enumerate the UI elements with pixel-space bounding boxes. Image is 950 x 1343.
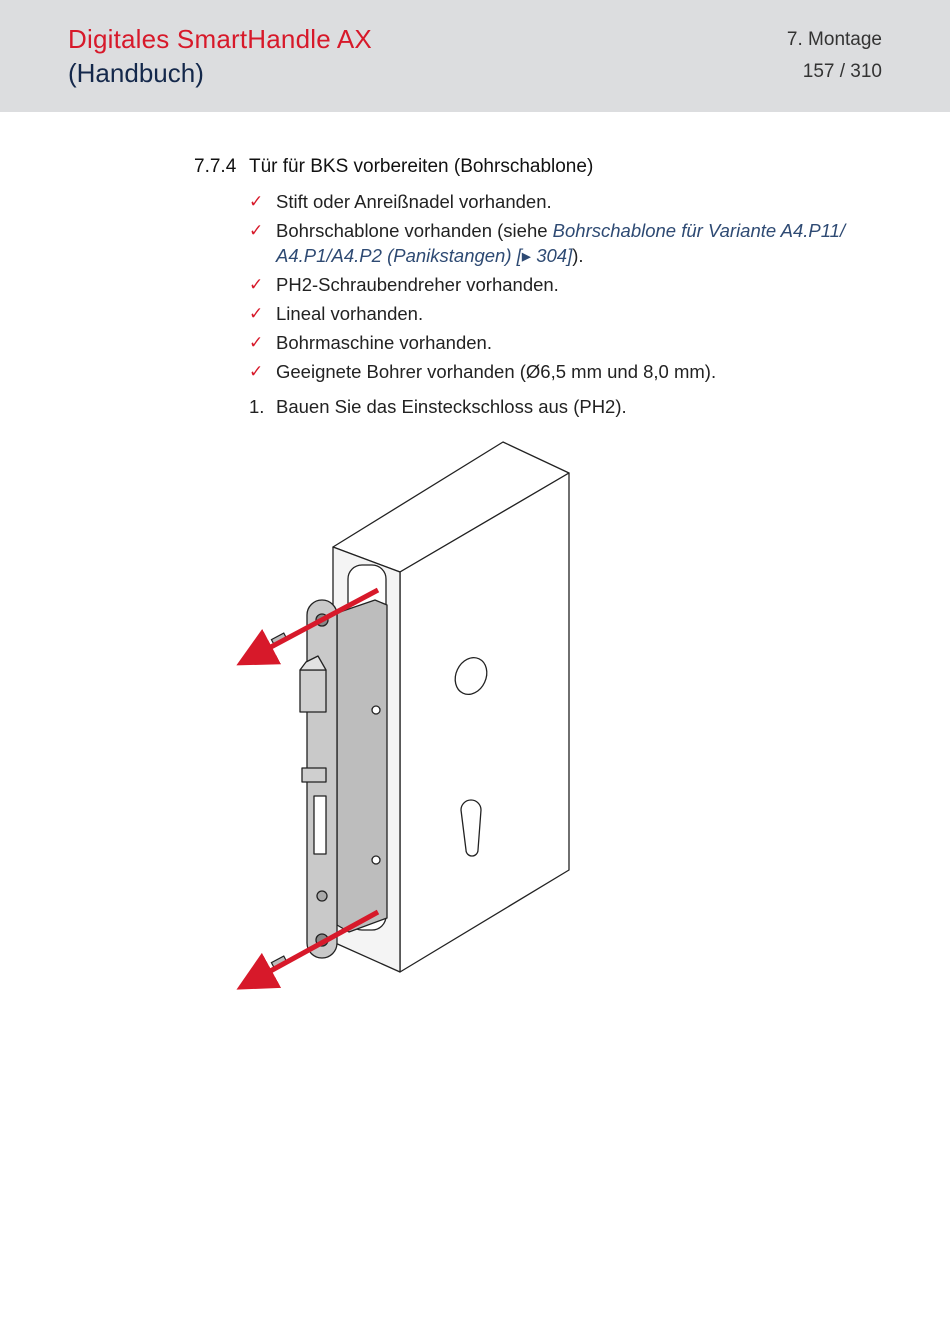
checklist-text-end: ).: [572, 245, 584, 266]
prerequisite-checklist: ✓ Stift oder Anreißnadel vorhanden. ✓ Bo…: [249, 189, 879, 388]
removal-arrow-top: [236, 587, 380, 666]
checklist-text: PH2-Schraubendreher vorhanden.: [276, 274, 559, 295]
small-bolt: [301, 767, 327, 783]
section-number: 7.7.4: [194, 156, 237, 177]
latch-bolt-tip: [299, 655, 327, 671]
checklist-item: ✓ Lineal vorhanden.: [249, 301, 879, 326]
case-screw: [371, 705, 381, 715]
cross-reference-page: 304]: [531, 245, 573, 266]
checklist-text: Stift oder Anreißnadel vorhanden.: [276, 191, 552, 212]
checklist-text: Bohrschablone vorhanden (siehe: [276, 220, 553, 241]
screw-hole-mid: [316, 890, 328, 902]
checkmark-icon: ✓: [249, 192, 264, 211]
section-title: Tür für BKS vorbereiten (Bohrschablone): [249, 156, 594, 177]
removal-arrow-bottom: [236, 909, 380, 990]
checkmark-icon: ✓: [249, 362, 264, 381]
instruction-step: 1. Bauen Sie das Einsteckschloss aus (PH2…: [249, 394, 879, 419]
checklist-item: ✓ Bohrmaschine vorhanden.: [249, 330, 879, 355]
checkmark-icon: ✓: [249, 304, 264, 323]
lock-case: [336, 599, 388, 933]
deadbolt-slot: [313, 795, 327, 855]
chapter-label: 7. Montage: [786, 29, 882, 50]
handle-hole: [454, 657, 488, 695]
checklist-item: ✓ Stift oder Anreißnadel vorhanden.: [249, 189, 879, 214]
cylinder-hole: [460, 799, 482, 857]
checklist-text: Lineal vorhanden.: [276, 303, 424, 324]
page-number: 157 / 310: [802, 61, 882, 82]
checkmark-icon: ✓: [249, 333, 264, 352]
checkmark-icon: ✓: [249, 221, 264, 240]
checklist-item: ✓ Geeignete Bohrer vorhanden (Ø6,5 mm un…: [249, 359, 879, 384]
step-text: Bauen Sie das Einsteckschloss aus (PH2).: [276, 396, 627, 417]
document-subtitle: (Handbuch): [68, 58, 204, 88]
checklist-text: Bohrmaschine vorhanden.: [276, 332, 492, 353]
latch-bolt: [299, 669, 327, 713]
cross-reference-link[interactable]: Bohrschablone für Variante A4.P11/ A4.P1…: [276, 220, 845, 266]
arrow-right-icon: ▸: [521, 245, 532, 266]
checklist-item: ✓ Bohrschablone vorhanden (siehe Bohrsch…: [249, 218, 879, 268]
case-screw: [371, 855, 381, 865]
document-title: Digitales SmartHandle AX: [68, 24, 372, 54]
section-heading: 7.7.4 Tür für BKS vorbereiten (Bohrschabl…: [194, 156, 593, 178]
checklist-item: ✓ PH2-Schraubendreher vorhanden.: [249, 272, 879, 297]
cross-reference-text: Bohrschablone für Variante A4.P11/ A4.P1…: [276, 220, 846, 266]
step-number: 1.: [249, 396, 265, 417]
checklist-text: Geeignete Bohrer vorhanden (Ø6,5 mm und …: [276, 361, 717, 382]
lock-removal-illustration: [230, 430, 590, 1005]
checkmark-icon: ✓: [249, 275, 264, 294]
page-header: Digitales SmartHandle AX (Handbuch) 7. M…: [0, 0, 950, 112]
